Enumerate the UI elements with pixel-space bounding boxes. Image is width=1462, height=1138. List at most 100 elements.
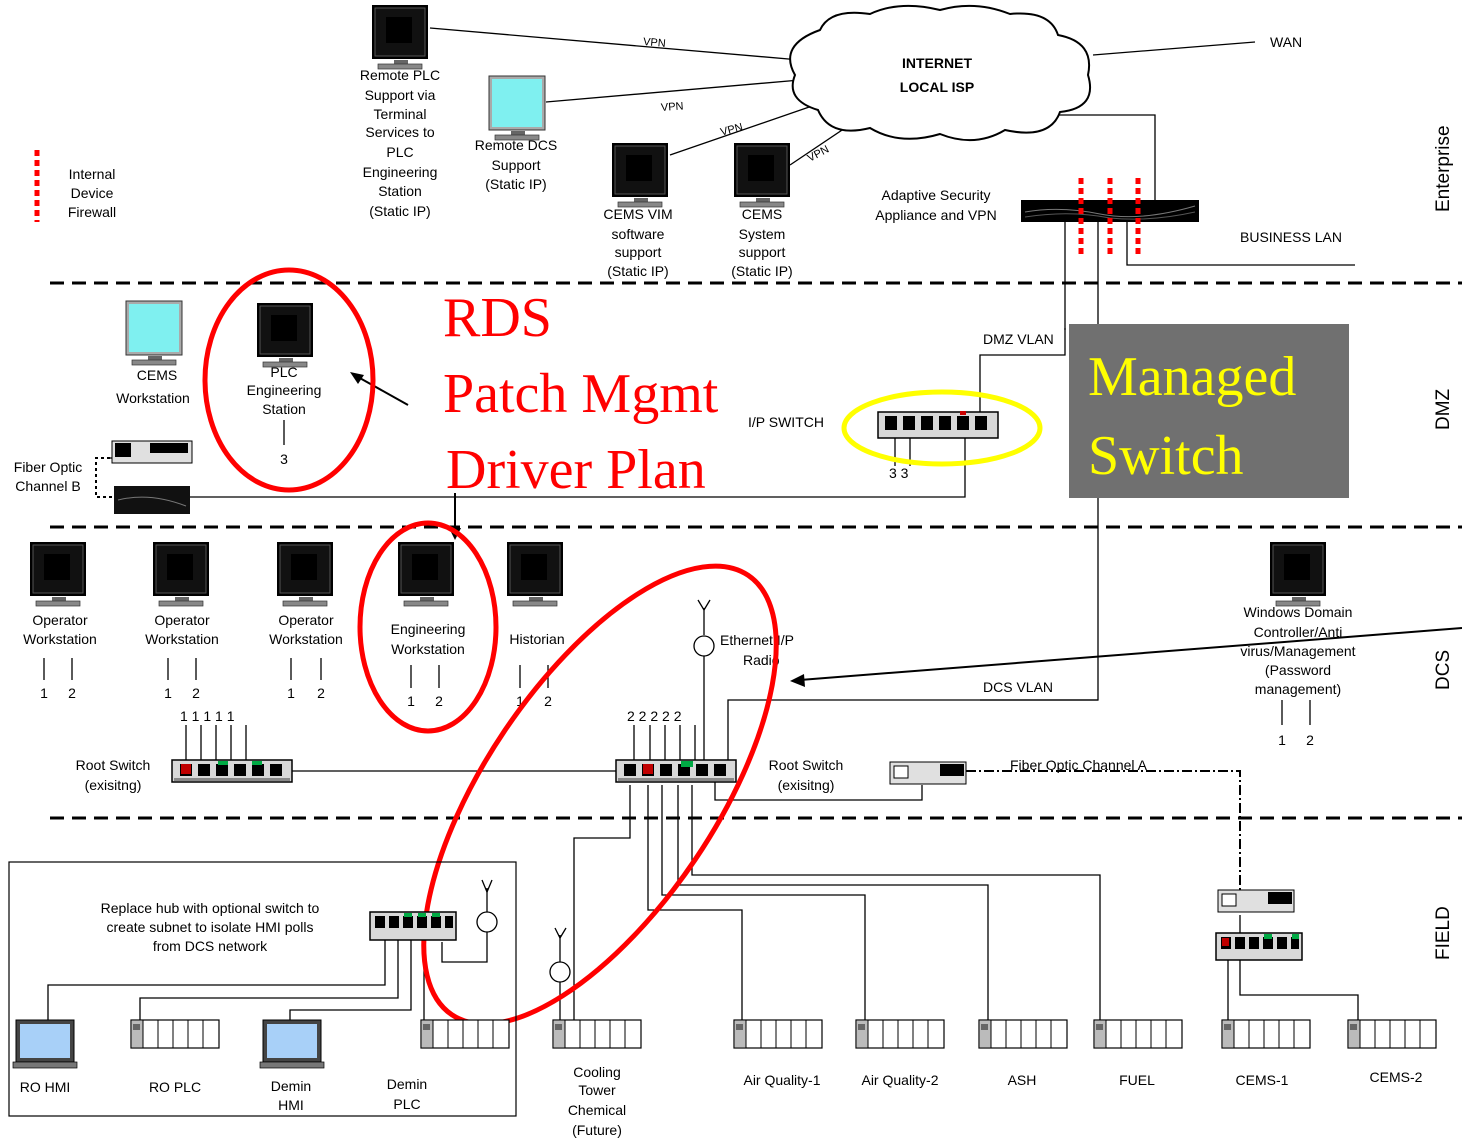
svg-text:2: 2 xyxy=(544,693,552,709)
fiber-b-transceiver-top-icon xyxy=(111,440,193,464)
svg-text:support: support xyxy=(615,244,662,260)
svg-text:1: 1 xyxy=(164,685,172,701)
root-switch-right-icon xyxy=(615,759,737,783)
security-appliance-label: Adaptive Security Appliance and VPN xyxy=(875,187,996,223)
svg-text:PLC: PLC xyxy=(386,144,413,160)
plc-eng-station-monitor-icon xyxy=(256,302,314,368)
cems-2-label: CEMS-2 xyxy=(1370,1069,1423,1085)
remote-dcs-monitor-icon xyxy=(488,75,546,141)
svg-text:2: 2 xyxy=(435,693,443,709)
fuel-label: FUEL xyxy=(1119,1072,1155,1088)
svg-text:RDS: RDS xyxy=(443,287,552,349)
field-radio-antenna-icon xyxy=(476,911,498,933)
air-quality-2-plc-icon xyxy=(855,1019,945,1049)
ports-twos-label: 2 2 2 2 2 xyxy=(627,708,682,724)
svg-text:2: 2 xyxy=(317,685,325,701)
svg-text:Workstation: Workstation xyxy=(145,631,219,647)
svg-text:2: 2 xyxy=(68,685,76,701)
engineering-ws-label: Engineering Workstation 1 2 xyxy=(391,621,466,709)
cems-vim-monitor-icon xyxy=(611,142,669,208)
svg-text:Operator: Operator xyxy=(32,612,88,628)
svg-text:management): management) xyxy=(1255,681,1341,697)
svg-text:Demin: Demin xyxy=(271,1078,311,1094)
svg-text:Replace hub with optional swit: Replace hub with optional switch to xyxy=(101,900,320,916)
internet-cloud: INTERNET LOCAL ISP xyxy=(789,4,1091,142)
dcs-vlan-label: DCS VLAN xyxy=(983,679,1053,695)
historian-label: Historian 1 2 xyxy=(509,631,564,709)
cloud-label-1: INTERNET xyxy=(902,55,972,71)
field-subnet-box xyxy=(8,861,517,1117)
svg-text:Tower: Tower xyxy=(578,1082,616,1098)
svg-text:(exisitng): (exisitng) xyxy=(778,777,835,793)
operator-ws-2-label: Operator Workstation 1 2 xyxy=(145,612,219,701)
svg-text:Terminal: Terminal xyxy=(374,106,427,122)
cems-2-plc-icon xyxy=(1347,1019,1437,1049)
ip-switch-ports-label: 3 3 xyxy=(889,465,909,481)
svg-text:support: support xyxy=(739,244,786,260)
svg-text:PLC: PLC xyxy=(393,1096,420,1112)
zone-label-enterprise: Enterprise xyxy=(1433,125,1454,212)
svg-text:1: 1 xyxy=(287,685,295,701)
ro-hmi-label: RO HMI xyxy=(20,1079,71,1095)
cems-workstation-monitor-icon xyxy=(125,300,183,366)
svg-text:2: 2 xyxy=(1306,732,1314,748)
svg-text:(Future): (Future) xyxy=(572,1122,622,1138)
operator-ws-1-label: Operator Workstation 1 2 xyxy=(23,612,97,701)
svg-text:(Password: (Password xyxy=(1265,662,1331,678)
svg-text:1: 1 xyxy=(516,693,524,709)
svg-text:HMI: HMI xyxy=(278,1097,304,1113)
demin-plc-label: Demin PLC xyxy=(387,1076,427,1112)
remote-plc-label: Remote PLC Support via Terminal Services… xyxy=(360,67,440,219)
svg-text:Switch: Switch xyxy=(1088,425,1244,487)
cloud-label-2: LOCAL ISP xyxy=(900,79,974,95)
air-quality-2-label: Air Quality-2 xyxy=(861,1072,938,1088)
svg-text:System: System xyxy=(739,226,786,242)
cooling-tower-label: Cooling Tower Chemical (Future) xyxy=(568,1064,626,1138)
operator-ws-2-monitor-icon xyxy=(152,541,210,607)
svg-text:PLC: PLC xyxy=(270,364,297,380)
cems-workstation-label: CEMS Workstation xyxy=(116,367,190,406)
ip-switch-label: I/P SWITCH xyxy=(748,414,824,430)
svg-text:Device: Device xyxy=(71,185,114,201)
svg-text:Radio: Radio xyxy=(743,652,780,668)
cems-fiber-transceiver-icon xyxy=(1217,889,1295,913)
svg-text:create subnet to isolate HMI p: create subnet to isolate HMI polls xyxy=(107,919,314,935)
engineering-ws-highlight-ring xyxy=(357,520,499,734)
plc-eng-station-label: PLC Engineering Station 3 xyxy=(247,364,322,467)
svg-text:Remote PLC: Remote PLC xyxy=(360,67,440,83)
remote-plc-monitor-icon xyxy=(371,4,429,70)
fiber-b-label: Fiber Optic Channel B xyxy=(14,459,82,494)
ip-switch-icon xyxy=(877,411,999,439)
svg-text:Cooling: Cooling xyxy=(573,1064,620,1080)
demin-hmi-label: Demin HMI xyxy=(271,1078,311,1113)
svg-text:virus/Management: virus/Management xyxy=(1240,643,1355,659)
svg-text:Workstation: Workstation xyxy=(23,631,97,647)
cems-system-monitor-icon xyxy=(733,142,791,208)
fiber-a-label: Fiber Optic Channel A xyxy=(1010,757,1148,773)
business-lan-label: BUSINESS LAN xyxy=(1240,229,1342,245)
zone-label-dmz: DMZ xyxy=(1433,388,1454,430)
svg-text:Windows Domain: Windows Domain xyxy=(1244,604,1353,620)
svg-text:Support: Support xyxy=(491,157,540,173)
svg-text:Controller/Anti: Controller/Anti xyxy=(1254,624,1343,640)
svg-text:Driver Plan: Driver Plan xyxy=(446,439,706,501)
svg-text:Engineering: Engineering xyxy=(247,382,322,398)
svg-text:Channel B: Channel B xyxy=(15,478,80,494)
svg-text:Support via: Support via xyxy=(365,87,436,103)
svg-text:Demin: Demin xyxy=(387,1076,427,1092)
svg-text:software: software xyxy=(612,226,665,242)
svg-text:Station: Station xyxy=(262,401,306,417)
svg-text:Remote DCS: Remote DCS xyxy=(475,137,557,153)
svg-text:Fiber Optic: Fiber Optic xyxy=(14,459,82,475)
operator-ws-1-monitor-icon xyxy=(29,541,87,607)
zone-separators xyxy=(50,281,1462,820)
air-quality-1-plc-icon xyxy=(733,1019,823,1049)
wan-label: WAN xyxy=(1270,34,1302,50)
vpn-label-3: VPN xyxy=(719,121,744,138)
ro-plc-icon xyxy=(130,1019,220,1049)
svg-text:2: 2 xyxy=(192,685,200,701)
field-switch-icon xyxy=(369,911,457,941)
radio-label: Ethernet I/P Radio xyxy=(720,632,794,668)
vpn-label-2: VPN xyxy=(661,100,684,114)
fiber-b-transceiver-bottom-icon xyxy=(114,486,190,514)
